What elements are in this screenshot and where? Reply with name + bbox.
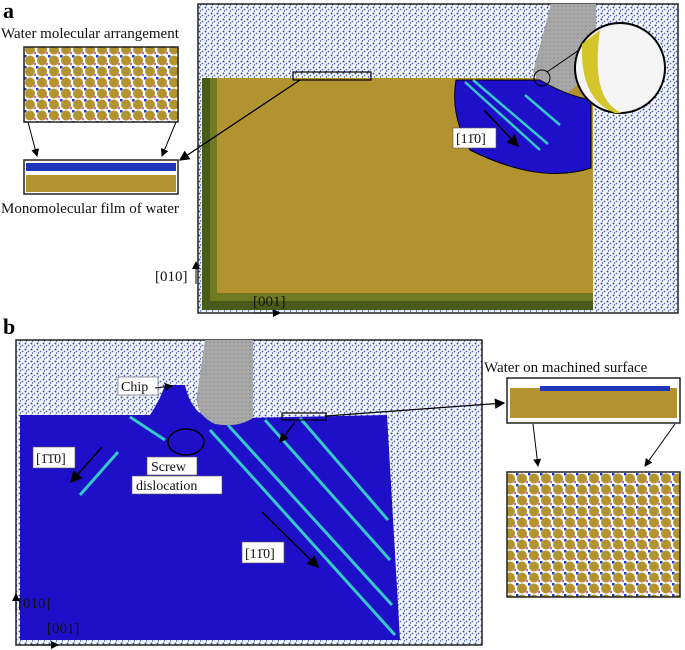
water-arrangement-inset	[23, 46, 179, 123]
direction-label-a: [11̄0]	[456, 132, 486, 147]
machined-surface-detail-inset	[506, 471, 681, 598]
panel-b-label: b	[3, 314, 15, 339]
screw-label-2: dislocation	[136, 479, 197, 494]
screw-label-1: Screw	[151, 460, 187, 475]
chip-label: Chip	[121, 380, 148, 395]
panel-a-label: a	[3, 0, 14, 23]
axis-x-b: [001]	[47, 621, 80, 637]
direction-left-b: [1̄1̄0]	[36, 452, 66, 467]
dislocation-region-b	[20, 385, 400, 640]
inset-top-title: Water molecular arrangement	[1, 26, 180, 42]
machined-surface-inset	[506, 377, 681, 424]
direction-right-b: [11̄0]	[245, 547, 275, 562]
water-surface-title: Water on machined surface	[484, 360, 648, 376]
zoom-circle	[574, 22, 666, 114]
axis-x-a: [001]	[253, 294, 286, 310]
panel-b-simulation: Chip Screw dislocation [1̄1̄0] [11̄0] [0…	[12, 339, 483, 649]
panel-a-simulation: [11̄0] [001] [010]	[155, 3, 679, 317]
inset-bottom-title: Monomolecular film of water	[1, 201, 179, 217]
axis-y-a: [010]	[155, 269, 188, 285]
cutting-tool-b	[196, 340, 253, 426]
film-inset	[23, 159, 179, 195]
axis-y-b: [010]	[18, 596, 51, 612]
